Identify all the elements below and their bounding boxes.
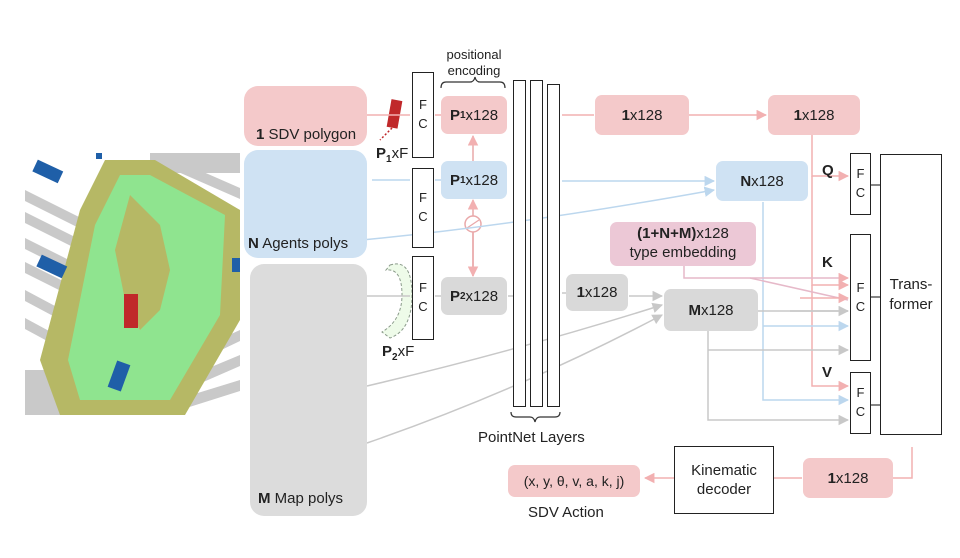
p2xf-label: P2xF <box>382 343 415 363</box>
sdv-point-glyph <box>386 99 403 129</box>
map-point-glyph <box>381 263 413 339</box>
pointnet-layer-1 <box>513 80 526 407</box>
map-polys-panel <box>250 264 367 516</box>
agents-polys-panel <box>244 150 367 258</box>
pointnet-layer-2 <box>530 80 543 407</box>
positional-encoding-brace <box>440 76 506 89</box>
pointnet-brace <box>510 411 561 423</box>
kinematic-decoder-block: Kinematic decoder <box>674 446 774 514</box>
pointnet-layer-3 <box>547 84 560 407</box>
transformer-block: Trans- former <box>880 154 942 435</box>
sdv-polygon-panel <box>244 86 367 146</box>
sdv-action-label: SDV Action <box>528 504 604 521</box>
map-polys-label: M Map polys <box>258 490 344 507</box>
type-embedding-box: (1+N+M)x128 type embedding <box>610 222 756 266</box>
pointnet-layers-label: PointNet Layers <box>478 429 585 446</box>
driving-scene-image <box>25 153 240 415</box>
agents-polys-label: N Agents polys <box>248 235 349 252</box>
p1xf-label: P1xF <box>376 145 409 165</box>
positional-encoding-label: positional encoding <box>446 47 502 79</box>
query-label: Q <box>822 162 834 179</box>
sdv-polygon-label: 1 SDV polygon <box>256 126 357 143</box>
sdv-action-box: (x, y, θ, v, a, k, j) <box>508 465 640 497</box>
key-label: K <box>822 254 833 271</box>
value-label: V <box>822 364 833 381</box>
